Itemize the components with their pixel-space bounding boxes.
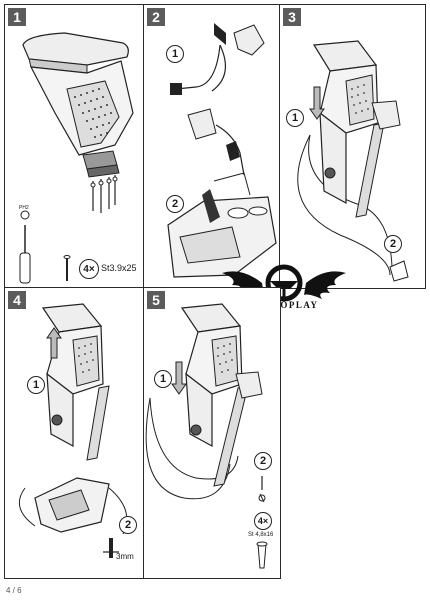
panel-5: 5 1 2 4× St 4,8x16 [143,287,281,579]
callout-2: 2 [254,452,272,470]
panel-1: 1 [4,4,145,289]
lid-open-illustration [297,40,409,282]
callout-2: 2 [119,516,137,534]
screw-spec-label: St 4,8x16 [248,532,274,538]
callout-1: 1 [27,376,45,394]
callout-1: 1 [166,45,184,63]
final-mounting-illustration [145,303,268,569]
callout-2: 2 [166,195,184,213]
callout-2: 2 [384,235,402,253]
page-number: 4 / 6 [6,586,22,595]
panel-2: 2 1 2 [143,4,281,289]
panel-number: 5 [147,291,165,309]
screw-spec-label: St3.9x25 [101,263,137,273]
cable-install-illustration [167,23,277,278]
panel-number: 1 [8,8,26,26]
tool-label: PH2 [19,205,29,211]
panel-4: 4 1 2 3mm [4,287,145,579]
panel-number: 4 [8,291,26,309]
logo-text: AUTOPLAY [257,300,319,310]
panel-3: 3 1 2 [279,4,426,289]
screw-count-badge: 4× [79,259,99,279]
armrest-illustration [19,32,134,284]
panel-number: 2 [147,8,165,26]
screw-icon [63,255,71,281]
panel-number: 3 [283,8,301,26]
drill-illustration [18,303,128,558]
screw-count-badge: 4× [254,512,272,530]
screwdriver-icon [19,225,31,284]
callout-1: 1 [154,370,172,388]
callout-1: 1 [286,109,304,127]
drill-size-label: 3mm [116,552,134,561]
